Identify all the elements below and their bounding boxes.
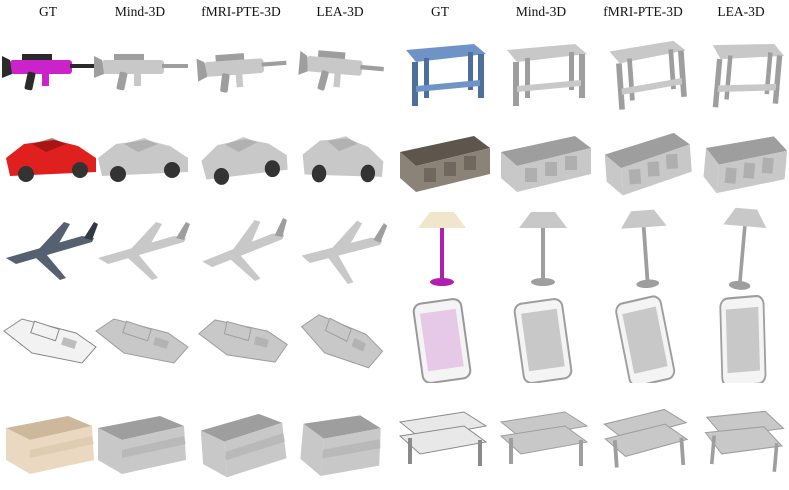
- rifle-mind3d-render: [94, 26, 192, 114]
- boat-lea3d-render: [294, 295, 392, 383]
- lamp-lea3d-shape: [723, 207, 767, 290]
- bench-gt-render: [394, 392, 492, 480]
- phone-fmripte3d-render: [597, 295, 695, 383]
- sofa-gt-shape: [6, 416, 94, 474]
- cabinet-lea3d-shape: [703, 136, 788, 194]
- rifle-gt-render: [2, 26, 100, 114]
- header-gt-right: GT: [431, 4, 449, 19]
- rifle-fmripte3d-render: [195, 26, 293, 114]
- airplane-mind3d-render: [94, 202, 192, 290]
- phone-mind3d-render: [495, 295, 593, 383]
- car-fmripte3d-shape: [201, 136, 288, 185]
- lamp-fmripte3d-shape: [620, 209, 667, 289]
- table-mind3d-render: [495, 26, 593, 114]
- phone-fmripte3d-shape: [615, 295, 676, 383]
- rifle-fmripte3d-shape: [196, 53, 287, 93]
- cabinet-gt-shape: [400, 136, 490, 192]
- boat-mind3d-render: [94, 295, 192, 383]
- car-mind3d-shape: [98, 138, 188, 182]
- airplane-lea3d-render: [294, 202, 392, 290]
- rifle-mind3d-shape: [94, 54, 188, 91]
- bench-fmripte3d-shape: [603, 408, 689, 468]
- bench-mind3d-render: [495, 392, 593, 480]
- table-gt-shape: [406, 44, 486, 106]
- sofa-fmripte3d-shape: [200, 413, 287, 478]
- phone-lea3d-render: [695, 295, 789, 383]
- lamp-mind3d-render: [495, 202, 593, 290]
- phone-lea3d-shape: [719, 295, 767, 383]
- lamp-fmripte3d-render: [597, 202, 695, 290]
- boat-fmripte3d-render: [195, 295, 293, 383]
- boat-lea3d-shape: [300, 314, 384, 369]
- sofa-lea3d-shape: [300, 415, 381, 476]
- bench-mind3d-shape: [499, 411, 589, 466]
- car-lea3d-render: [294, 114, 392, 202]
- airplane-gt-render: [2, 202, 100, 290]
- car-fmripte3d-render: [195, 114, 293, 202]
- header-lea3d-right: LEA-3D: [717, 4, 765, 19]
- header-mind3d-right: Mind-3D: [515, 4, 567, 19]
- header-fmripte3d-right: fMRI-PTE-3D: [603, 4, 683, 19]
- phone-gt-render: [394, 295, 492, 383]
- airplane-lea3d-shape: [301, 220, 388, 284]
- lamp-lea3d-render: [695, 202, 789, 290]
- header-mind3d-left: Mind-3D: [114, 4, 166, 19]
- boat-gt-shape: [3, 318, 97, 364]
- cabinet-fmripte3d-render: [597, 114, 695, 202]
- cabinet-fmripte3d-shape: [604, 132, 692, 196]
- cabinet-lea3d-render: [695, 114, 789, 202]
- lamp-gt-shape: [418, 212, 466, 286]
- sofa-mind3d-shape: [98, 416, 186, 474]
- bench-fmripte3d-render: [597, 392, 695, 480]
- rifle-lea3d-render: [294, 26, 392, 114]
- airplane-gt-shape: [6, 222, 98, 280]
- boat-fmripte3d-shape: [198, 319, 288, 363]
- header-gt-left: GT: [39, 4, 57, 19]
- table-gt-render: [394, 26, 492, 114]
- sofa-mind3d-render: [94, 392, 192, 480]
- car-gt-render: [2, 114, 100, 202]
- rifle-lea3d-shape: [298, 50, 384, 91]
- bench-gt-shape: [398, 411, 488, 466]
- cabinet-mind3d-render: [495, 114, 593, 202]
- rifle-gt-shape: [2, 54, 96, 91]
- cabinet-gt-render: [394, 114, 492, 202]
- header-lea3d-left: LEA-3D: [316, 4, 364, 19]
- lamp-mind3d-shape: [519, 212, 567, 286]
- phone-mind3d-shape: [513, 298, 573, 383]
- table-lea3d-render: [695, 26, 789, 114]
- lamp-gt-render: [394, 202, 492, 290]
- airplane-mind3d-shape: [98, 222, 190, 280]
- boat-gt-render: [2, 295, 100, 383]
- table-fmripte3d-shape: [609, 40, 687, 110]
- bench-lea3d-shape: [704, 410, 785, 472]
- cabinet-mind3d-shape: [501, 136, 591, 192]
- airplane-fmripte3d-render: [195, 202, 293, 290]
- sofa-lea3d-render: [294, 392, 392, 480]
- sofa-gt-render: [2, 392, 100, 480]
- car-gt-shape: [6, 138, 96, 182]
- airplane-fmripte3d-shape: [202, 218, 287, 282]
- sofa-fmripte3d-render: [195, 392, 293, 480]
- phone-gt-shape: [412, 298, 472, 383]
- bench-lea3d-render: [695, 392, 789, 480]
- header-fmripte3d-left: fMRI-PTE-3D: [201, 4, 281, 19]
- table-mind3d-shape: [507, 44, 587, 106]
- boat-mind3d-shape: [95, 318, 189, 364]
- table-lea3d-shape: [712, 43, 785, 108]
- car-lea3d-shape: [302, 136, 384, 183]
- table-fmripte3d-render: [597, 26, 695, 114]
- car-mind3d-render: [94, 114, 192, 202]
